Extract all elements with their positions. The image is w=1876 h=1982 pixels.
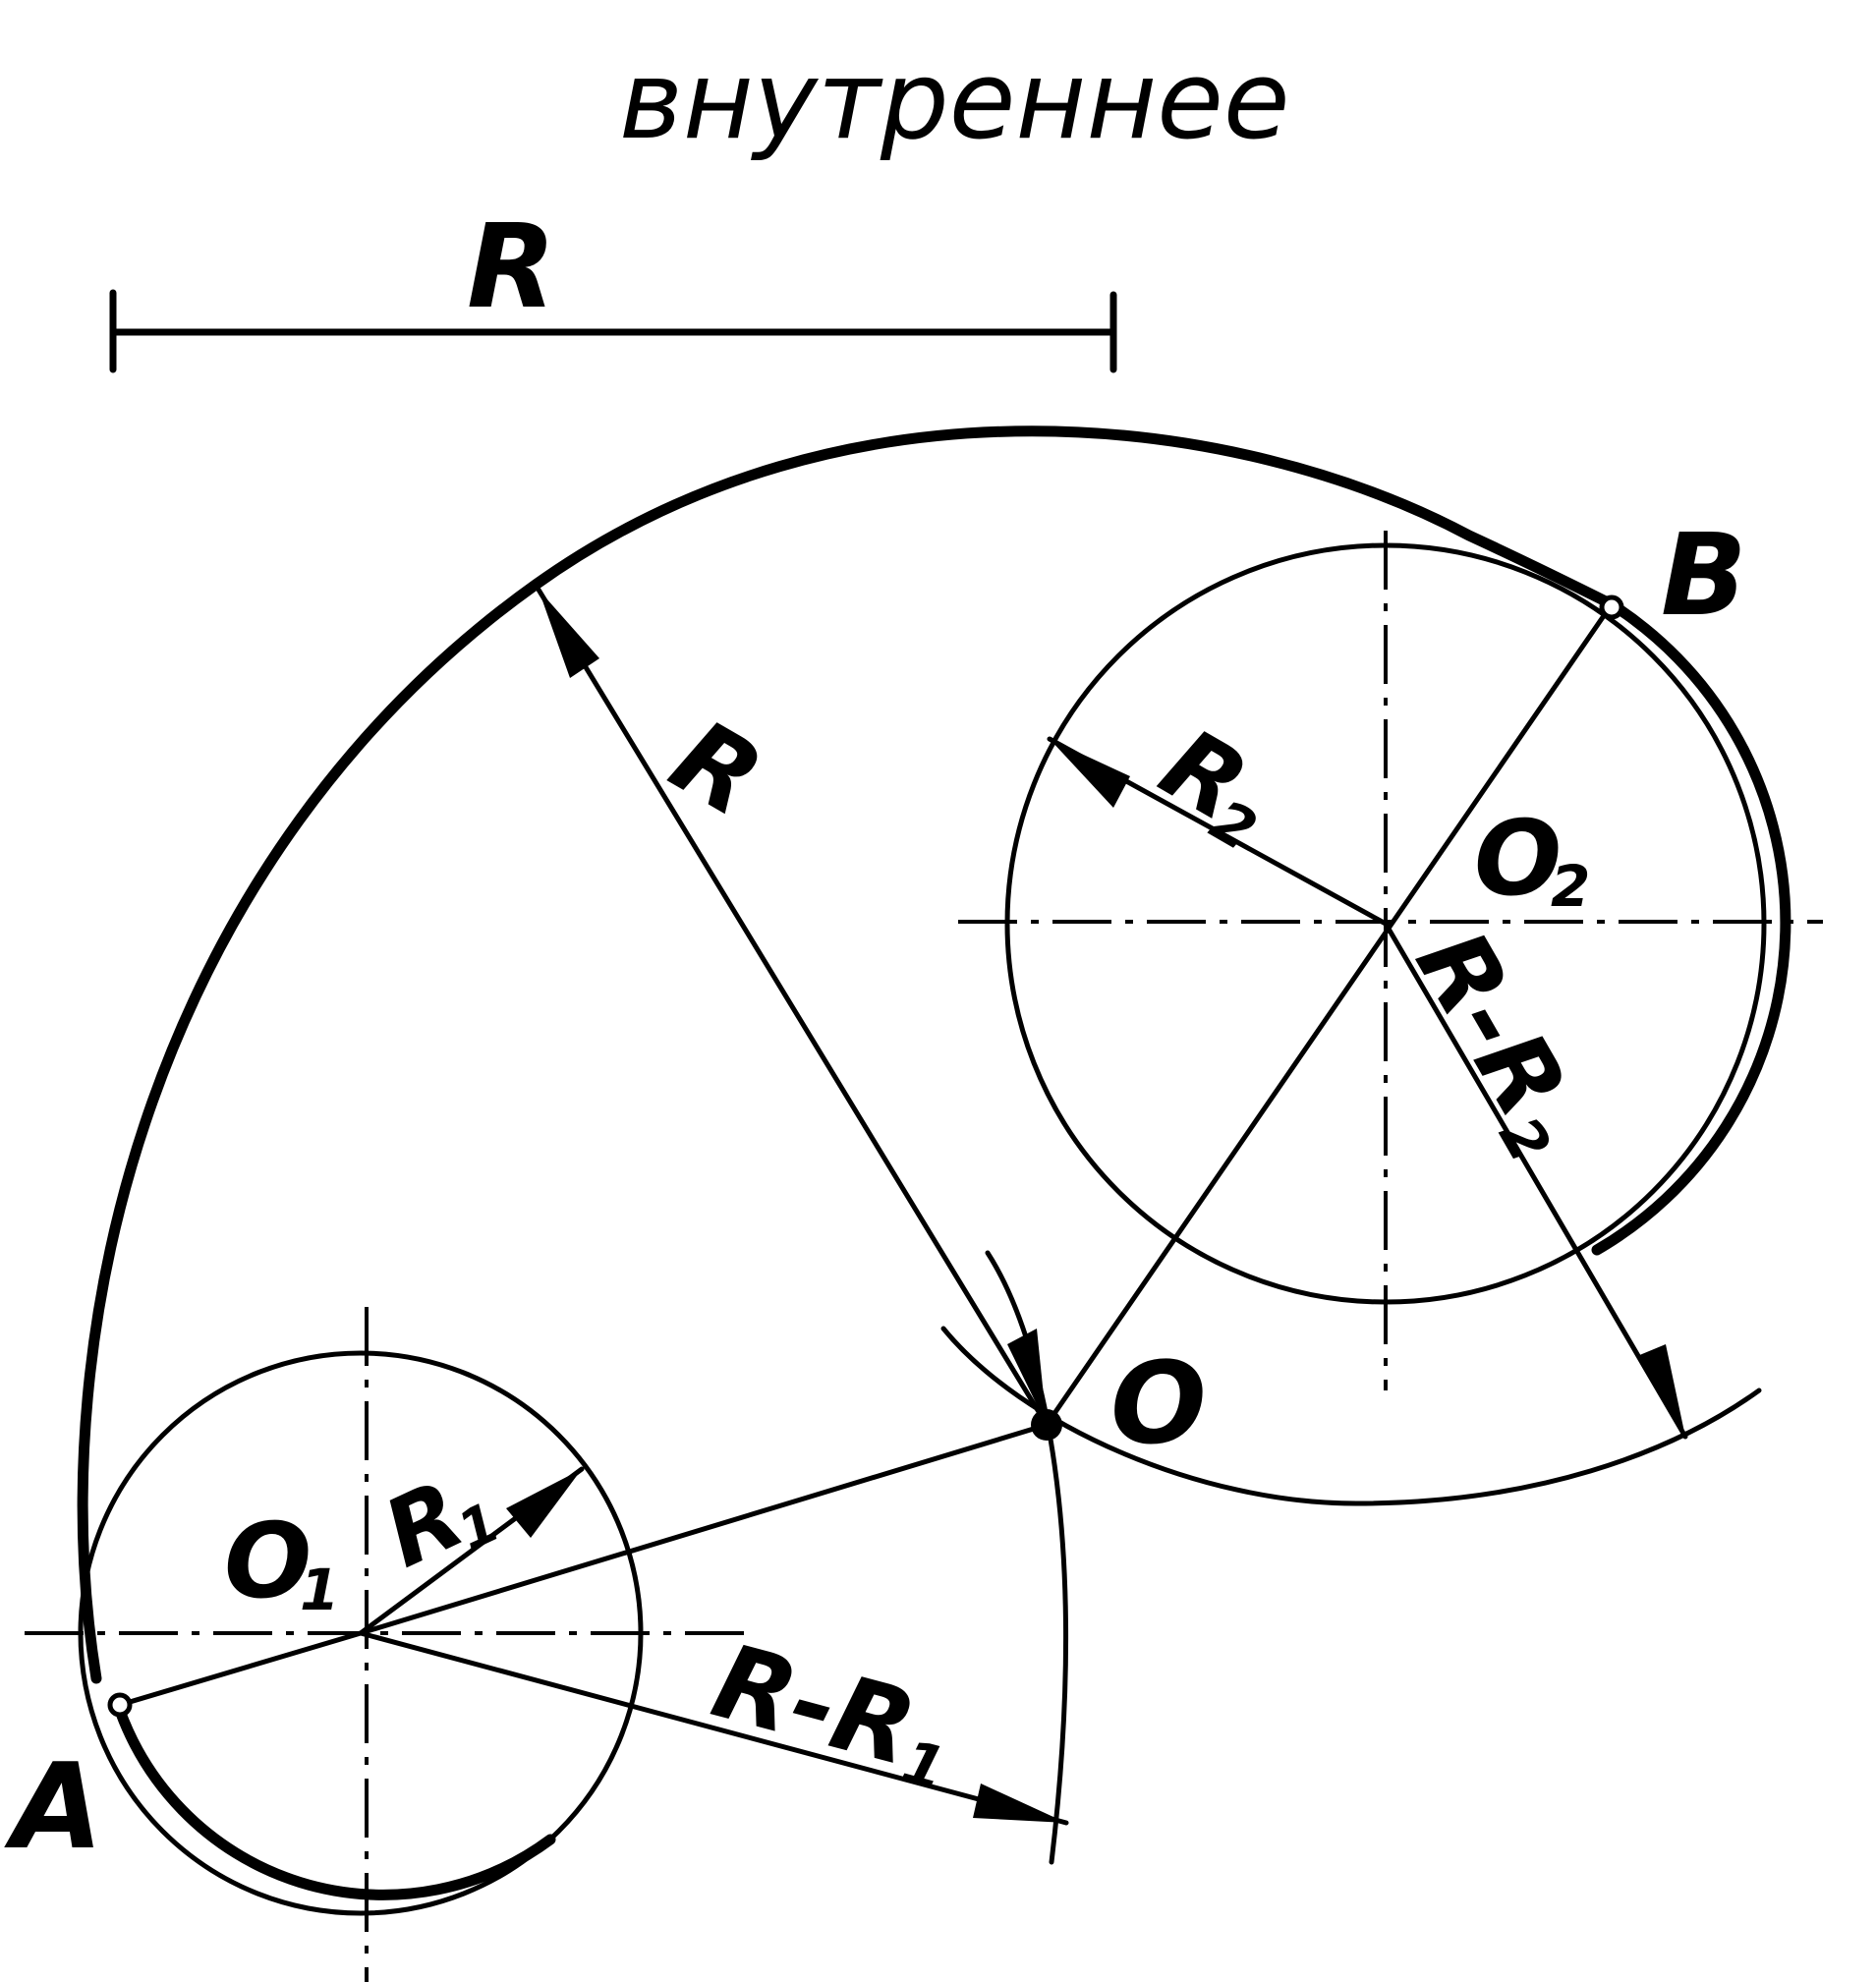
point-a-marker xyxy=(107,1692,133,1718)
r-minus-r2-label: R-R 2 xyxy=(1393,912,1589,1174)
r-minus-r2-arrowhead xyxy=(1637,1344,1685,1437)
outer-arc-ab xyxy=(77,425,1618,1684)
radius-r1-label: R 1 xyxy=(369,1460,509,1589)
svg-text:1: 1 xyxy=(300,1557,339,1623)
point-b-label: B xyxy=(1661,510,1747,642)
radius-r1-arrowhead xyxy=(506,1469,582,1538)
svg-text:O: O xyxy=(224,1501,312,1621)
point-o-label: O xyxy=(1110,1338,1207,1470)
center-o1-label: O 1 xyxy=(224,1501,339,1623)
svg-text:R-R: R-R xyxy=(1393,912,1589,1136)
circle-o2-thick-arc xyxy=(1591,598,1791,1256)
radius-r-line xyxy=(536,587,1050,1428)
scale-bar-r: R xyxy=(109,198,1117,373)
point-b-marker xyxy=(1599,595,1624,620)
point-a-label: A xyxy=(4,1739,103,1876)
svg-text:O: O xyxy=(1474,799,1562,919)
arc-radius-r-minus-r1 xyxy=(985,1250,1068,1865)
r-minus-r1-label: R-R 1 xyxy=(702,1621,952,1805)
scale-bar-r-label: R xyxy=(467,198,556,334)
r-minus-r2-line xyxy=(1383,921,1688,1440)
radius-r-arrowhead-top xyxy=(539,590,599,678)
line-o1-a xyxy=(117,1630,364,1708)
svg-text:2: 2 xyxy=(1551,853,1590,920)
radius-r-label: R xyxy=(653,697,781,840)
circle-o1-thick-arc xyxy=(112,1699,556,1900)
center-o2-label: O 2 xyxy=(1474,799,1590,920)
svg-text:R-R: R-R xyxy=(702,1621,928,1789)
radius-r2-arrowhead xyxy=(1050,739,1130,808)
line-o1-o xyxy=(358,1422,1050,1636)
r-minus-r1-arrowhead xyxy=(973,1784,1066,1823)
radius-r2-label: R 2 xyxy=(1143,707,1268,865)
line-o-b xyxy=(1044,601,1615,1428)
radius-r-arrowhead-bottom xyxy=(1007,1329,1047,1425)
diagram-title: внутреннее xyxy=(619,37,1290,163)
r-minus-r1-line xyxy=(358,1630,1069,1826)
point-o-marker xyxy=(1031,1409,1062,1441)
